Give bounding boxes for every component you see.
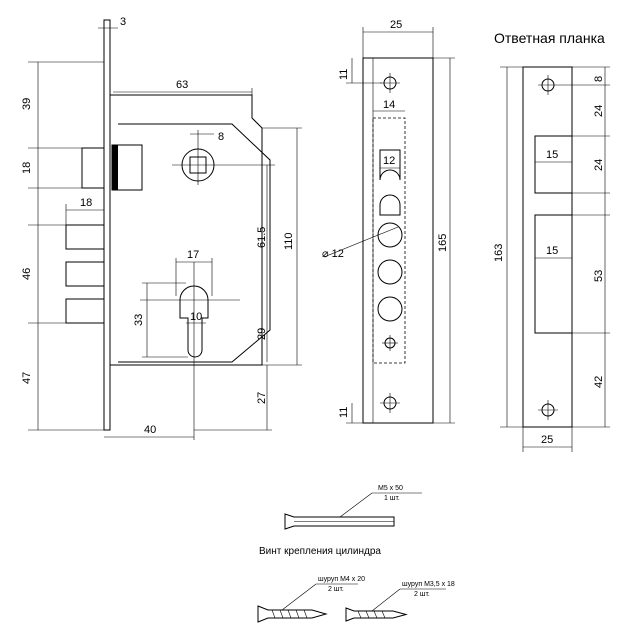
dim-faceplate-width: 25 bbox=[390, 19, 402, 31]
dim-faceplate-length: 165 bbox=[437, 234, 449, 252]
dim-cylinder-to-bottom: 27 bbox=[256, 392, 268, 404]
cylinder-cutout bbox=[179, 285, 209, 358]
wood-screw-m4-drawing bbox=[257, 605, 328, 623]
cylinder-screw: M5 x 50 1 шт. Винт крепления цилиндра bbox=[259, 485, 422, 557]
strike-plate-title: Ответная планка bbox=[494, 30, 605, 46]
faceplate-bolt-hole-2 bbox=[377, 259, 403, 285]
wood-screw-m35-drawing bbox=[345, 607, 408, 622]
dim-body-depth: 63 bbox=[176, 79, 188, 91]
faceplate-view bbox=[362, 57, 434, 424]
dim-cylinder-height: 33 bbox=[133, 314, 145, 326]
dim-strike-bolt-window-h: 53 bbox=[593, 270, 605, 282]
lock-body-view bbox=[65, 19, 275, 440]
dim-strike-length: 163 bbox=[493, 244, 505, 262]
dim-spindle-square: 8 bbox=[218, 131, 224, 143]
wood-screw-m35-qty: 2 шт. bbox=[414, 591, 430, 598]
dim-strike-bolt-window-w: 15 bbox=[546, 245, 558, 257]
dim-cylinder-width: 17 bbox=[187, 249, 199, 261]
lock-faceplate bbox=[103, 19, 111, 431]
dim-strike-gap-top: 24 bbox=[593, 105, 605, 117]
wood-screw-m4-qty: 2 шт. bbox=[328, 586, 344, 593]
cylinder-screw-caption: Винт крепления цилиндра bbox=[259, 546, 381, 557]
dim-strike-gap-bottom: 42 bbox=[593, 376, 605, 388]
dead-bolt-2 bbox=[65, 261, 105, 287]
dim-backset: 40 bbox=[144, 424, 156, 436]
strike-bolt-window bbox=[534, 214, 573, 334]
dim-body-height: 110 bbox=[283, 232, 295, 250]
wood-screw-m4-spec: шуруп M4 x 20 bbox=[318, 576, 365, 583]
dim-strike-hole-offset: 8 bbox=[593, 76, 605, 82]
strike-plate-dimensions: 8 24 24 53 42 15 15 163 25 bbox=[493, 66, 610, 452]
latch-bolt bbox=[81, 147, 105, 189]
wood-screw-m4: шуруп M4 x 20 2 шт. bbox=[257, 576, 365, 623]
dead-bolt-1 bbox=[65, 224, 105, 250]
dim-bolt-zone: 46 bbox=[21, 268, 33, 280]
dim-cylinder-to-bottom-inner: 29 bbox=[256, 328, 268, 340]
wood-screw-m35-spec: шуруп M3,5 x 18 bbox=[402, 581, 455, 588]
strike-plate-view: Ответная планка bbox=[494, 30, 605, 428]
dim-bottom-hole-offset: 11 bbox=[338, 407, 350, 418]
latch-tongue bbox=[112, 145, 118, 190]
dim-bolt-diameter: ⌀ 12 bbox=[322, 248, 344, 260]
dim-slot-width: 14 bbox=[383, 99, 395, 111]
faceplate-bolt-hole-3 bbox=[377, 296, 403, 322]
dim-strike-latch-window-w: 15 bbox=[546, 149, 558, 161]
dim-strike-width: 25 bbox=[541, 434, 553, 446]
cylinder-screw-qty: 1 шт. bbox=[384, 495, 400, 502]
dim-strike-latch-window-h: 24 bbox=[593, 159, 605, 171]
dead-bolt-3 bbox=[65, 298, 105, 324]
faceplate-latch-hole bbox=[379, 149, 401, 181]
dim-latch-height: 18 bbox=[21, 162, 33, 174]
cylinder-screw-spec: M5 x 50 bbox=[378, 485, 403, 492]
faceplate-slot bbox=[372, 117, 406, 364]
strike-latch-window bbox=[534, 135, 573, 194]
dim-faceplate-thickness: 3 bbox=[120, 16, 126, 28]
dim-spindle-to-cylinder: 61.5 bbox=[256, 227, 268, 248]
dim-cylinder-slot: 10 bbox=[190, 311, 202, 323]
dim-top-hole-offset: 11 bbox=[338, 69, 350, 80]
lock-inner-contour bbox=[118, 123, 271, 363]
dim-bolt-projection: 18 bbox=[80, 197, 92, 209]
dim-latch-width: 12 bbox=[383, 155, 395, 167]
cylinder-screw-drawing bbox=[284, 513, 395, 530]
dim-bottom-zone: 47 bbox=[21, 372, 33, 384]
faceplate-dimensions: 25 11 14 12 ⌀ 12 165 11 bbox=[322, 19, 455, 424]
wood-screw-m35: шуруп M3,5 x 18 2 шт. bbox=[345, 581, 455, 622]
faceplate-outline bbox=[362, 57, 434, 424]
lock-body-dimensions: 3 63 8 39 18 46 47 18 61.5 110 bbox=[21, 16, 302, 438]
dim-spindle-to-top: 39 bbox=[21, 98, 33, 110]
